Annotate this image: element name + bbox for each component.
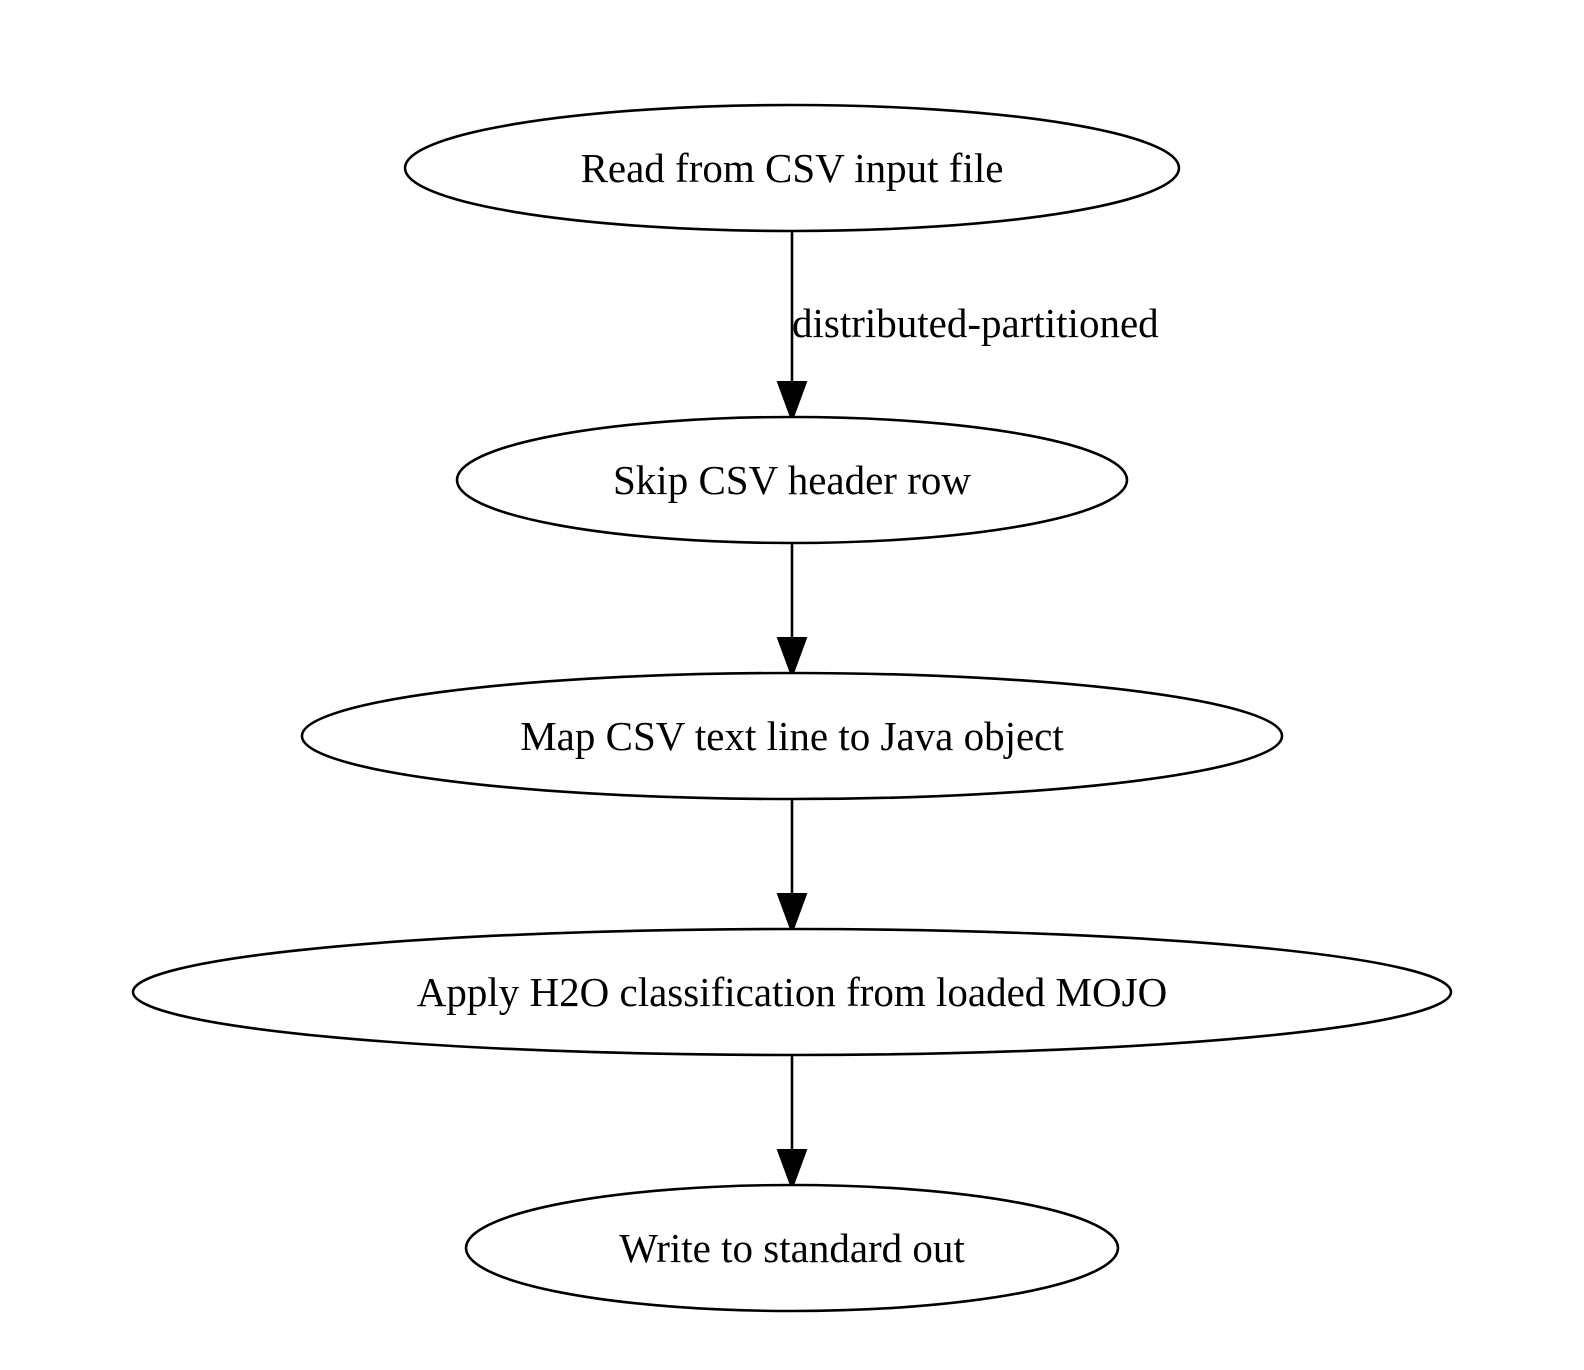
- node-label: Read from CSV input file: [581, 145, 1004, 191]
- node-skip-header-row: Skip CSV header row: [455, 415, 1129, 545]
- arrowhead: [776, 381, 808, 423]
- node-label: Map CSV text line to Java object: [520, 713, 1064, 759]
- node-ellipse: [300, 671, 1284, 801]
- edge-map-to-apply: [776, 800, 808, 935]
- edge-apply-to-write: [776, 1056, 808, 1191]
- node-label: Apply H2O classification from loaded MOJ…: [417, 969, 1167, 1015]
- arrowhead: [776, 637, 808, 679]
- node-map-to-java-object: Map CSV text line to Java object: [300, 671, 1284, 801]
- node-label: Skip CSV header row: [613, 457, 971, 503]
- node-apply-h2o-classification: Apply H2O classification from loaded MOJ…: [131, 927, 1453, 1057]
- node-write-standard-out: Write to standard out: [464, 1183, 1120, 1313]
- node-label: Write to standard out: [619, 1225, 965, 1271]
- node-ellipse: [464, 1183, 1120, 1313]
- node-ellipse: [455, 415, 1129, 545]
- node-ellipse: [403, 103, 1181, 233]
- edge-read-to-skip: distributed-partitioned: [776, 232, 1159, 423]
- arrowhead: [776, 893, 808, 935]
- node-read-csv-input: Read from CSV input file: [403, 103, 1181, 233]
- edge-skip-to-map: [776, 544, 808, 679]
- node-ellipse: [131, 927, 1453, 1057]
- edge-label-distributed-partitioned: distributed-partitioned: [792, 300, 1159, 346]
- arrowhead: [776, 1149, 808, 1191]
